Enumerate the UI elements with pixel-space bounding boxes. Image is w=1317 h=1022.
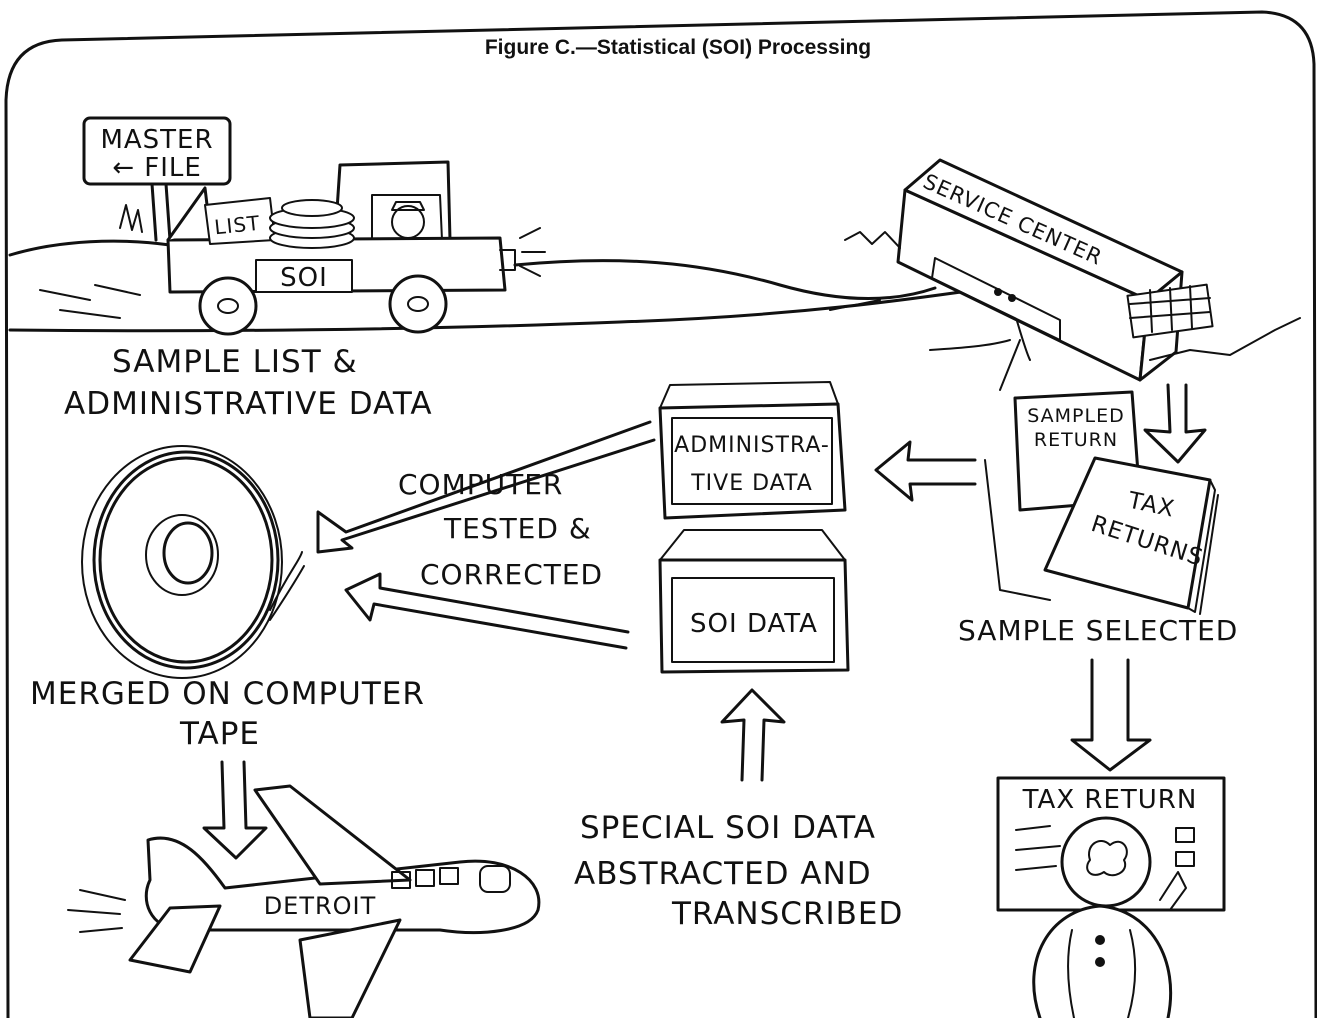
tax-return-board-illustration: TAX RETURN	[996, 776, 1226, 1020]
caption-computer-tested-line1: COMPUTER	[398, 468, 563, 501]
service-center-building: SERVICE CENTER	[844, 158, 1301, 382]
caption-special-line3: TRANSCRIBED	[671, 896, 903, 932]
caption-merged-line2: TAPE	[179, 716, 260, 752]
caption-computer-tested-line2: TESTED &	[443, 512, 592, 545]
sampled-returns-illustration: SAMPLED RETURN TAX RETURNS	[984, 390, 1219, 615]
caption-special-line1: SPECIAL SOI DATA	[580, 810, 876, 846]
sampled-return-line1: SAMPLED	[1027, 405, 1124, 427]
administrative-data-box: ADMINISTRA- TIVE DATA	[658, 381, 847, 520]
truck-cargo-label: LIST	[213, 211, 261, 240]
arrows-to-tape	[316, 420, 656, 650]
truck-illustration: LIST SOI	[166, 160, 546, 336]
caption-merged: MERGED ON COMPUTER TAPE	[30, 676, 425, 752]
soi-box-label: SOI DATA	[690, 609, 818, 639]
caption-sample-list-line1: SAMPLE LIST &	[112, 344, 358, 380]
road	[8, 239, 1031, 391]
figure-title: Figure C.—Statistical (SOI) Processing	[485, 36, 871, 59]
arrow-tape-to-plane	[202, 760, 268, 860]
admin-box-line1: ADMINISTRA-	[674, 433, 830, 458]
master-file-sign: MASTER ← FILE	[82, 116, 232, 242]
admin-box-line2: TIVE DATA	[690, 471, 813, 496]
caption-special-line2: ABSTRACTED AND	[574, 856, 872, 892]
caption-special-soi: SPECIAL SOI DATA ABSTRACTED AND TRANSCRI…	[574, 810, 903, 932]
tax-return-board-label: TAX RETURN	[1022, 785, 1198, 815]
sampled-return-line2: RETURN	[1034, 429, 1118, 451]
caption-sample-selected: SAMPLE SELECTED	[958, 614, 1238, 647]
master-file-sign-line2: ← FILE	[112, 153, 202, 183]
caption-merged-line1: MERGED ON COMPUTER	[30, 676, 425, 712]
plane-label: DETROIT	[264, 892, 377, 920]
caption-sample-list: SAMPLE LIST & ADMINISTRATIVE DATA	[64, 344, 433, 422]
soi-data-box: SOI DATA	[658, 529, 850, 674]
arrow-sample-to-tax-return	[1070, 658, 1152, 772]
frame-border	[4, 10, 1317, 1020]
truck-side-label: SOI	[280, 263, 328, 293]
master-file-sign-line1: MASTER	[100, 125, 213, 155]
caption-computer-tested: COMPUTER TESTED & CORRECTED	[398, 468, 603, 591]
arrow-special-to-soi	[720, 688, 786, 782]
caption-computer-tested-line3: CORRECTED	[420, 558, 603, 591]
arrow-sample-to-admin	[874, 440, 977, 502]
airplane-illustration: DETROIT	[67, 784, 541, 1020]
arrow-service-to-sample	[1143, 383, 1207, 464]
computer-tape-reel	[81, 445, 305, 679]
caption-sample-list-line2: ADMINISTRATIVE DATA	[64, 386, 433, 422]
